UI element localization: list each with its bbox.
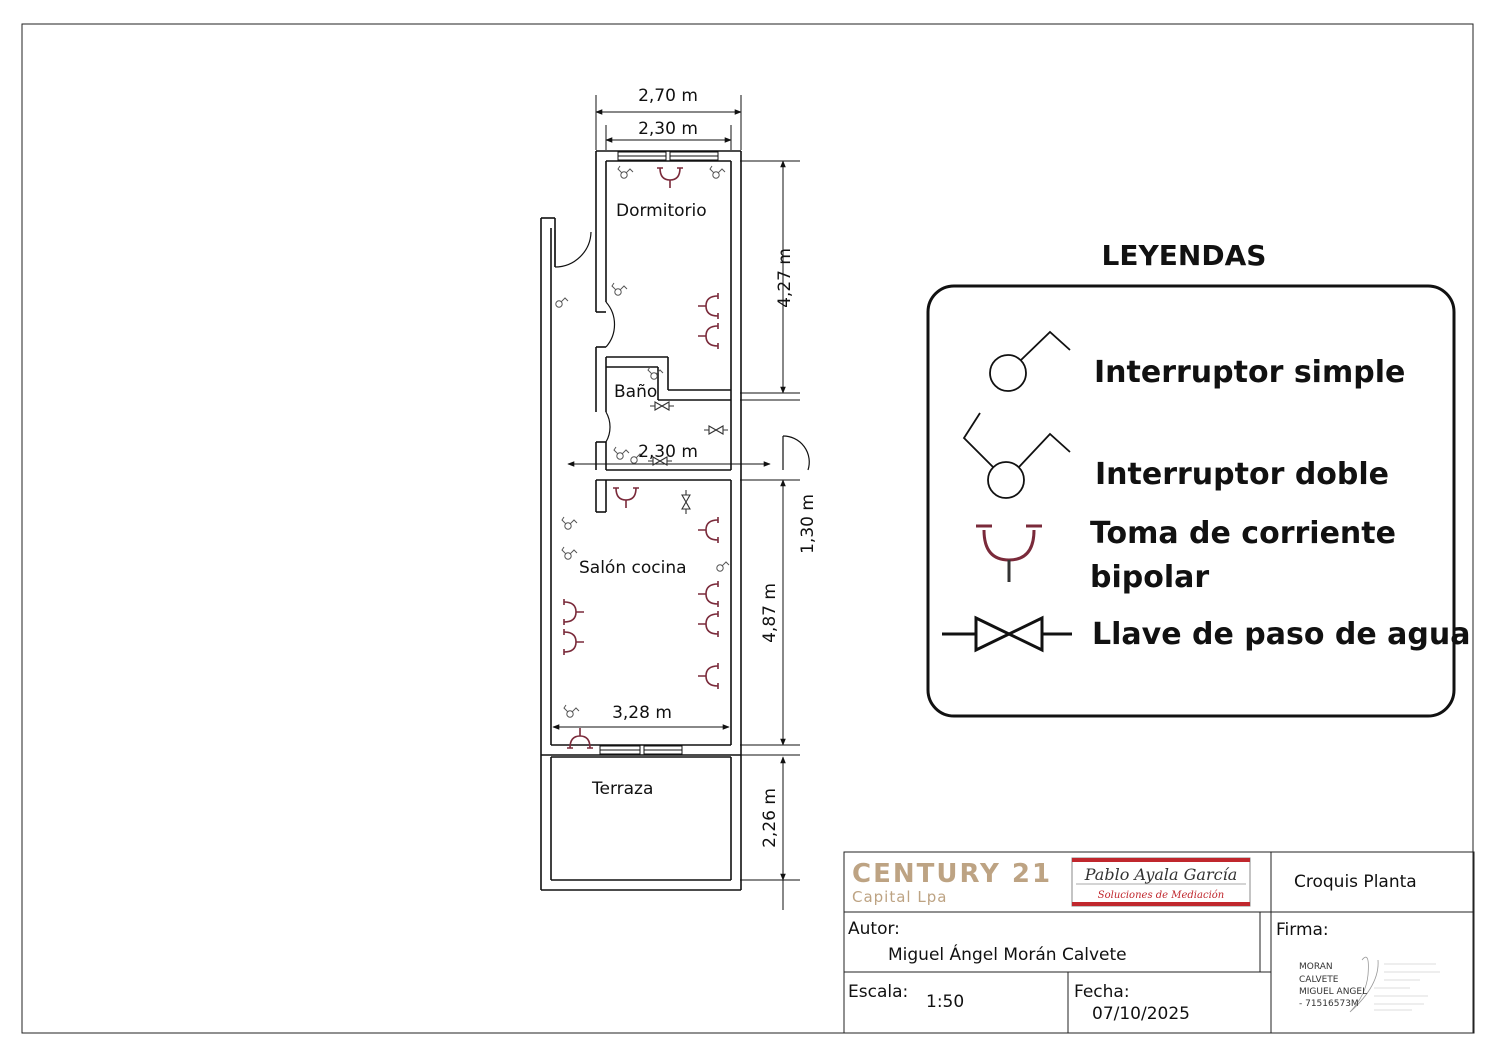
dim-right-terraza: 2,26 m [760,788,780,848]
room-label-bano: Baño [614,382,657,402]
llave-paso-icon [942,615,1072,653]
room-label-salon: Salón cocina [579,558,687,578]
dim-right-dorm: 4,27 m [775,248,795,308]
dim-top-inner: 2,30 m [638,119,698,139]
legend-item-simple: Interruptor simple [1094,355,1405,390]
doors [554,230,810,471]
dim-salon-width: 3,28 m [612,703,672,723]
legend-item-doble: Interruptor doble [1095,457,1389,492]
firma-label: Firma: [1276,920,1329,940]
title-block [843,851,1475,1034]
autor-value: Miguel Ángel Morán Calvete [888,943,1127,965]
sheet-border [21,23,1474,1034]
signature-line-1: MORAN [1299,962,1333,972]
room-label-dormitorio: Dormitorio [616,201,707,221]
fecha-label: Fecha: [1074,982,1130,1002]
legend-item-toma-2: bipolar [1090,560,1209,595]
interruptor-doble-icon [962,412,1071,499]
windows [599,151,719,755]
dim-mid-width: 2,30 m [638,442,698,462]
signature-line-4: - 71516573M [1299,999,1359,1009]
dimension-lines [552,95,800,910]
legend-box [926,284,1456,718]
dim-right-mid: 1,30 m [798,494,818,554]
autor-label: Autor: [848,919,900,939]
badge-sub: Soluciones de Mediación [1098,890,1224,901]
badge-name: Pablo Ayala García [1084,865,1237,884]
mediation-badge: Pablo Ayala García Soluciones de Mediaci… [1071,857,1251,907]
legend-title: LEYENDAS [1102,239,1267,272]
legend: LEYENDAS Interruptor simple Interruptor … [926,239,1470,718]
escala-label: Escala: [848,982,908,1002]
interruptor-simple-icon [989,330,1071,392]
room-label-terraza: Terraza [591,779,653,799]
fecha-value: 07/10/2025 [1092,1004,1190,1024]
toma-corriente-icon [976,524,1042,582]
digital-signature: MORAN CALVETE MIGUEL ANGEL - 71516573M [1299,956,1440,1013]
floor-plan [540,95,810,910]
legend-item-llave: Llave de paso de agua [1092,617,1470,652]
brand-sub-text: Capital Lpa [852,888,947,906]
signature-line-3: MIGUEL ANGEL [1299,987,1367,997]
escala-value: 1:50 [926,992,964,1012]
brand-logo-text: CENTURY 21 [852,859,1052,889]
dim-top-outer: 2,70 m [638,86,698,106]
dim-right-salon: 4,87 m [760,583,780,643]
legend-item-toma-1: Toma de corriente [1090,516,1396,551]
signature-line-2: CALVETE [1299,975,1339,985]
drawing-title: Croquis Planta [1294,872,1417,892]
